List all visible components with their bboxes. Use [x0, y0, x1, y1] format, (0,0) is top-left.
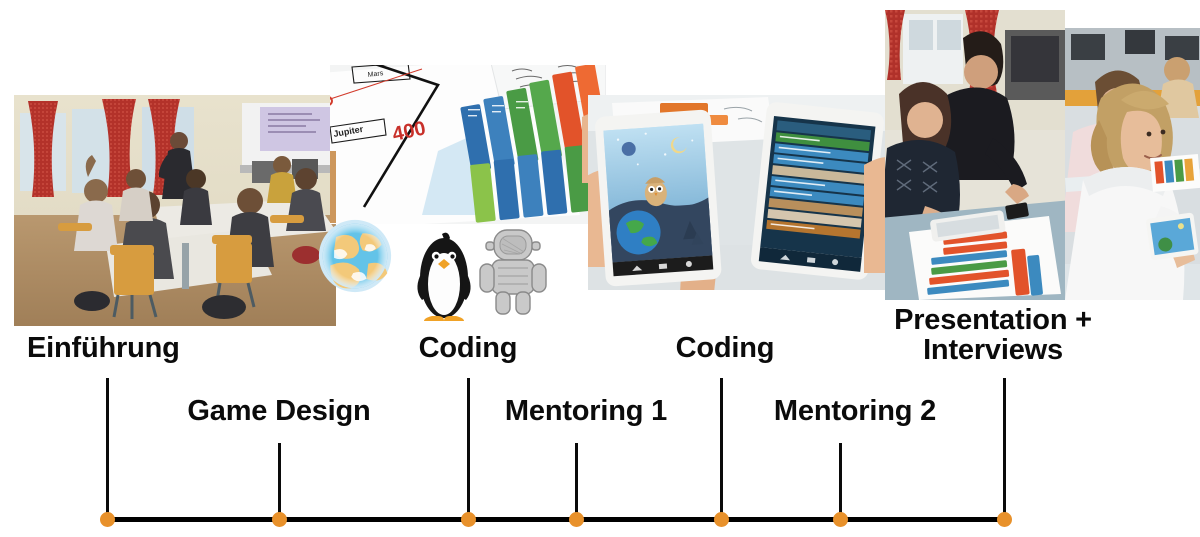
timeline-tick-0 — [106, 378, 109, 519]
timeline-tick-1 — [278, 443, 281, 519]
paper-prototype-game-design-photo: Mars Jupiter 400 — [330, 65, 606, 224]
timeline-tick-5 — [839, 443, 842, 519]
timeline-milestone-dot[interactable] — [569, 512, 584, 527]
timeline-milestone-dot[interactable] — [100, 512, 115, 527]
timeline-tick-6 — [1003, 378, 1006, 519]
timeline-label-4: Coding — [675, 332, 775, 364]
penguin-mascot-icon — [412, 232, 476, 322]
svg-text:Mars: Mars — [367, 70, 384, 79]
timeline-milestone-dot[interactable] — [272, 512, 287, 527]
timeline-milestone-dot[interactable] — [997, 512, 1012, 527]
mentoring-session-photo — [885, 10, 1065, 300]
timeline-axis-line — [107, 517, 1004, 522]
timeline-label-1: Game Design — [187, 395, 371, 427]
timeline-milestone-dot[interactable] — [461, 512, 476, 527]
timeline-label-3: Mentoring 1 — [504, 395, 668, 427]
timeline-tick-2 — [467, 378, 470, 519]
timeline-label-6: Presentation + Interviews — [894, 304, 1092, 366]
timeline-milestone-dot[interactable] — [714, 512, 729, 527]
timeline-milestone-dot[interactable] — [833, 512, 848, 527]
globe-earth-icon — [317, 218, 393, 294]
student-with-tablet-photo — [1065, 28, 1200, 300]
timeline-label-2: Coding — [418, 332, 518, 364]
astronaut-mascot-icon — [478, 228, 548, 316]
classroom-introduction-photo — [14, 95, 336, 326]
timeline-tick-3 — [575, 443, 578, 519]
timeline-label-5: Mentoring 2 — [773, 395, 937, 427]
tablets-coding-photo — [588, 95, 906, 290]
timeline-label-0: Einführung — [27, 332, 180, 364]
timeline-tick-4 — [720, 378, 723, 519]
